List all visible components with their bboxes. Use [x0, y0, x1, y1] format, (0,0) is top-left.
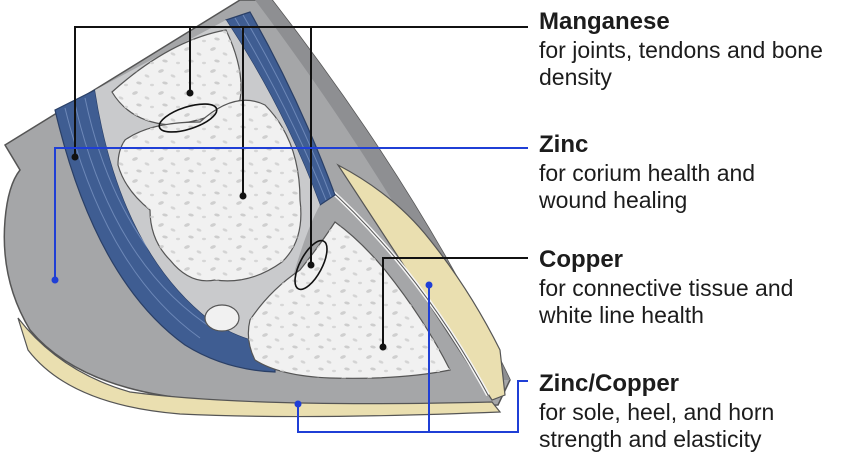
- label-zinc-title: Zinc: [539, 130, 804, 160]
- label-zinc-copper-title: Zinc/Copper: [539, 369, 839, 399]
- label-copper-title: Copper: [539, 245, 829, 275]
- label-zinc: Zinc for corium health and wound healing: [539, 130, 804, 214]
- label-zinc-description: for corium health and wound healing: [539, 160, 804, 214]
- zinc-dot: [52, 277, 59, 284]
- label-manganese: Manganese for joints, tendons and bone d…: [539, 7, 839, 91]
- label-zinc-copper: Zinc/Copper for sole, heel, and horn str…: [539, 369, 839, 453]
- label-copper-description: for connective tissue and white line hea…: [539, 275, 829, 329]
- label-copper: Copper for connective tissue and white l…: [539, 245, 829, 329]
- label-manganese-description: for joints, tendons and bone density: [539, 37, 839, 91]
- label-zinc-copper-description: for sole, heel, and horn strength and el…: [539, 399, 839, 453]
- label-manganese-title: Manganese: [539, 7, 839, 37]
- navicular-bone: [205, 305, 239, 331]
- copper-dot: [380, 344, 387, 351]
